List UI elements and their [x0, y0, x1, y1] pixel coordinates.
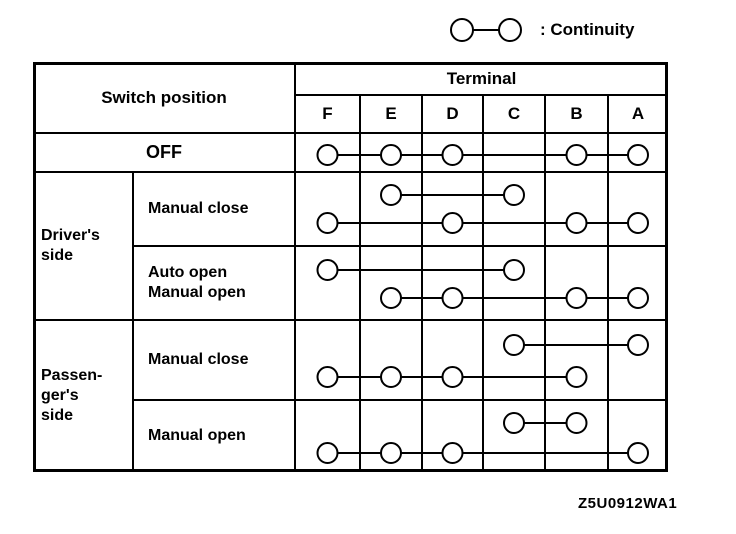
- row-label-driver-manual-close: Manual close: [148, 200, 249, 217]
- legend-label: : Continuity: [540, 20, 635, 39]
- switch-position-header: Switch position: [101, 87, 227, 107]
- continuity-circle: [565, 412, 588, 434]
- row-label-passenger-manual-open: Manual open: [148, 427, 246, 444]
- continuity-path: [316, 259, 525, 281]
- continuity-circle: [380, 442, 402, 464]
- continuity-circle: [503, 412, 525, 434]
- terminal-label-e: E: [385, 104, 397, 124]
- figure-id: Z5U0912WA1: [578, 495, 678, 512]
- continuity-circle: [565, 366, 588, 388]
- terminal-header: Terminal: [446, 68, 517, 88]
- terminal-label-d: D: [446, 104, 459, 124]
- continuity-circle: [627, 144, 649, 166]
- continuity-path: [380, 184, 525, 206]
- continuity-circle: [441, 442, 464, 464]
- continuity-circle: [441, 287, 464, 309]
- continuity-circle: [627, 287, 649, 309]
- continuity-circle: [441, 366, 464, 388]
- continuity-circle: [380, 184, 402, 206]
- continuity-legend: : Continuity: [448, 10, 634, 50]
- continuity-path: [316, 144, 649, 166]
- continuity-path: [380, 287, 649, 309]
- terminal-label-c: C: [507, 104, 521, 124]
- continuity-overlay: [316, 144, 649, 464]
- continuity-circle: [627, 442, 649, 464]
- table-grid: [33, 62, 668, 472]
- continuity-path: [316, 366, 588, 388]
- continuity-path: [503, 412, 588, 434]
- row-label-driver-auto-open-manual-open: Auto open Manual open: [148, 264, 246, 301]
- terminal-label-b: B: [570, 104, 583, 124]
- continuity-circle: [565, 144, 588, 166]
- continuity-circle: [627, 334, 649, 356]
- continuity-circle: [316, 366, 339, 388]
- terminal-label-a: A: [631, 104, 645, 124]
- continuity-circle: [380, 366, 402, 388]
- group-label-drivers-side: Driver's side: [41, 227, 100, 264]
- continuity-symbol-icon: [450, 18, 522, 42]
- continuity-circle: [441, 144, 464, 166]
- continuity-path: [316, 212, 649, 234]
- continuity-table: Switch position Terminal F E D C B A OFF…: [33, 62, 668, 472]
- continuity-circle: [441, 212, 464, 234]
- continuity-circle: [627, 212, 649, 234]
- continuity-circle: [316, 259, 339, 281]
- continuity-circle: [316, 442, 339, 464]
- continuity-circle: [380, 287, 402, 309]
- continuity-circle: [565, 212, 588, 234]
- terminal-label-f: F: [322, 104, 333, 124]
- row-label-off: OFF: [146, 142, 182, 163]
- continuity-circle: [565, 287, 588, 309]
- continuity-path: [503, 334, 649, 356]
- continuity-circle: [503, 259, 525, 281]
- row-label-passenger-manual-close: Manual close: [148, 351, 249, 368]
- continuity-circle: [503, 334, 525, 356]
- group-label-passengers-side: Passen- ger's side: [41, 367, 103, 424]
- continuity-circle: [316, 212, 339, 234]
- continuity-circle: [503, 184, 525, 206]
- continuity-path: [316, 442, 649, 464]
- continuity-circle: [316, 144, 339, 166]
- continuity-circle: [380, 144, 402, 166]
